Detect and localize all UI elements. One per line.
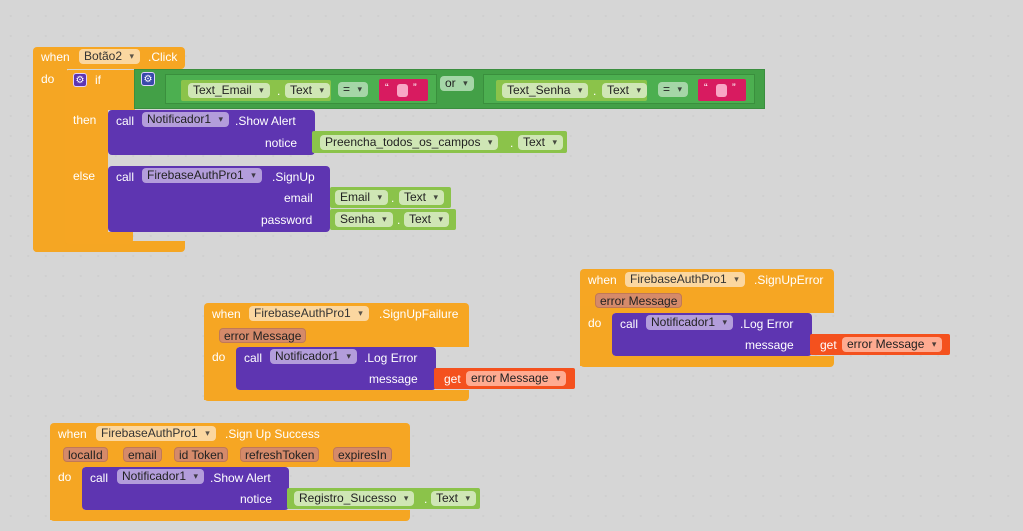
param-refresh-token[interactable]: refreshToken bbox=[240, 447, 320, 462]
open-quote: “ bbox=[385, 82, 389, 94]
call-label: call bbox=[620, 317, 639, 331]
property-dropdown[interactable]: Text bbox=[404, 212, 450, 227]
empty-string-field[interactable] bbox=[397, 84, 408, 97]
param-id-token[interactable]: id Token bbox=[174, 447, 229, 462]
do-label: do bbox=[588, 316, 602, 330]
firebase-dropdown[interactable]: FirebaseAuthPro1 bbox=[142, 168, 262, 183]
event-name: .Sign Up Success bbox=[225, 427, 320, 441]
open-quote: “ bbox=[704, 82, 708, 94]
if-body-left bbox=[65, 70, 108, 244]
when-label: when bbox=[588, 273, 617, 287]
senha-dropdown[interactable]: Senha bbox=[335, 212, 393, 227]
dot: . bbox=[510, 136, 514, 150]
property-dropdown[interactable]: Text bbox=[431, 491, 477, 506]
if-label: if bbox=[95, 73, 101, 87]
when-label: when bbox=[58, 427, 87, 441]
event-name: .Click bbox=[148, 50, 178, 64]
property-dropdown[interactable]: Text bbox=[602, 83, 648, 98]
get-label: get bbox=[820, 338, 837, 352]
text-senha-dropdown[interactable]: Text_Senha bbox=[502, 83, 589, 98]
close-quote: ” bbox=[413, 82, 417, 94]
variable-dropdown[interactable]: error Message bbox=[466, 371, 567, 386]
property-dropdown[interactable]: Text bbox=[399, 190, 445, 205]
call-label: call bbox=[116, 170, 135, 184]
do-label: do bbox=[212, 350, 226, 364]
then-label: then bbox=[73, 113, 97, 127]
param-error-message[interactable]: error Message bbox=[219, 328, 307, 343]
or-dropdown[interactable]: or bbox=[440, 76, 474, 91]
dot: . bbox=[277, 84, 281, 98]
notificador-dropdown[interactable]: Notificador1 bbox=[142, 112, 230, 127]
param-localid[interactable]: localId bbox=[63, 447, 108, 462]
variable-dropdown[interactable]: error Message bbox=[842, 337, 943, 352]
email-dropdown[interactable]: Email bbox=[335, 190, 389, 205]
param-expires-in[interactable]: expiresIn bbox=[333, 447, 392, 462]
notificador-dropdown[interactable]: Notificador1 bbox=[646, 315, 734, 330]
event-footer bbox=[33, 241, 185, 252]
dot: . bbox=[397, 213, 401, 227]
preencha-dropdown[interactable]: Preencha_todos_os_campos bbox=[320, 135, 499, 150]
notificador-dropdown[interactable]: Notificador1 bbox=[270, 349, 358, 364]
operator-dropdown[interactable]: = bbox=[658, 82, 689, 97]
text-email-dropdown[interactable]: Text_Email bbox=[188, 83, 270, 98]
get-label: get bbox=[444, 372, 461, 386]
component-dropdown[interactable]: FirebaseAuthPro1 bbox=[249, 306, 369, 321]
notificador-dropdown[interactable]: Notificador1 bbox=[117, 469, 205, 484]
arg-notice-label: notice bbox=[240, 492, 273, 506]
empty-string-field[interactable] bbox=[716, 84, 727, 97]
event-body-left bbox=[33, 60, 67, 252]
call-label: call bbox=[90, 471, 109, 485]
registro-sucesso-dropdown[interactable]: Registro_Sucesso bbox=[294, 491, 415, 506]
arg-email-label: email bbox=[284, 191, 313, 205]
dot: . bbox=[424, 492, 428, 506]
arg-message-label: message bbox=[369, 372, 418, 386]
dot: . bbox=[391, 191, 395, 205]
close-quote: ” bbox=[732, 82, 736, 94]
arg-notice-label: notice bbox=[265, 136, 298, 150]
dot: . bbox=[593, 84, 597, 98]
when-label: when bbox=[41, 50, 70, 64]
if-footer bbox=[65, 232, 133, 244]
component-dropdown[interactable]: FirebaseAuthPro1 bbox=[625, 272, 745, 287]
property-dropdown[interactable]: Text bbox=[285, 83, 331, 98]
component-dropdown[interactable]: FirebaseAuthPro1 bbox=[96, 426, 216, 441]
method-name: .Show Alert bbox=[210, 471, 271, 485]
event-footer bbox=[50, 510, 410, 521]
do-label: do bbox=[58, 470, 72, 484]
method-name: .Show Alert bbox=[235, 114, 296, 128]
param-error-message[interactable]: error Message bbox=[595, 293, 683, 308]
or-mutator-gear-icon[interactable]: ⚙ bbox=[141, 72, 155, 86]
mutator-gear-icon[interactable]: ⚙ bbox=[73, 73, 87, 87]
call-label: call bbox=[244, 351, 263, 365]
else-label: else bbox=[73, 169, 96, 183]
do-label: do bbox=[41, 72, 55, 86]
property-dropdown[interactable]: Text bbox=[518, 135, 564, 150]
event-name: .SignUpError bbox=[754, 273, 824, 287]
arg-password-label: password bbox=[261, 213, 313, 227]
event-footer bbox=[204, 390, 469, 401]
arg-message-label: message bbox=[745, 338, 794, 352]
method-name: .Log Error bbox=[740, 317, 794, 331]
method-name: .Log Error bbox=[364, 351, 418, 365]
call-label: call bbox=[116, 114, 135, 128]
method-name: .SignUp bbox=[272, 170, 315, 184]
when-label: when bbox=[212, 307, 241, 321]
param-email[interactable]: email bbox=[123, 447, 162, 462]
event-footer bbox=[580, 356, 834, 367]
event-name: .SignUpFailure bbox=[379, 307, 459, 321]
operator-dropdown[interactable]: = bbox=[338, 82, 369, 97]
component-dropdown[interactable]: Botão2 bbox=[79, 49, 141, 64]
